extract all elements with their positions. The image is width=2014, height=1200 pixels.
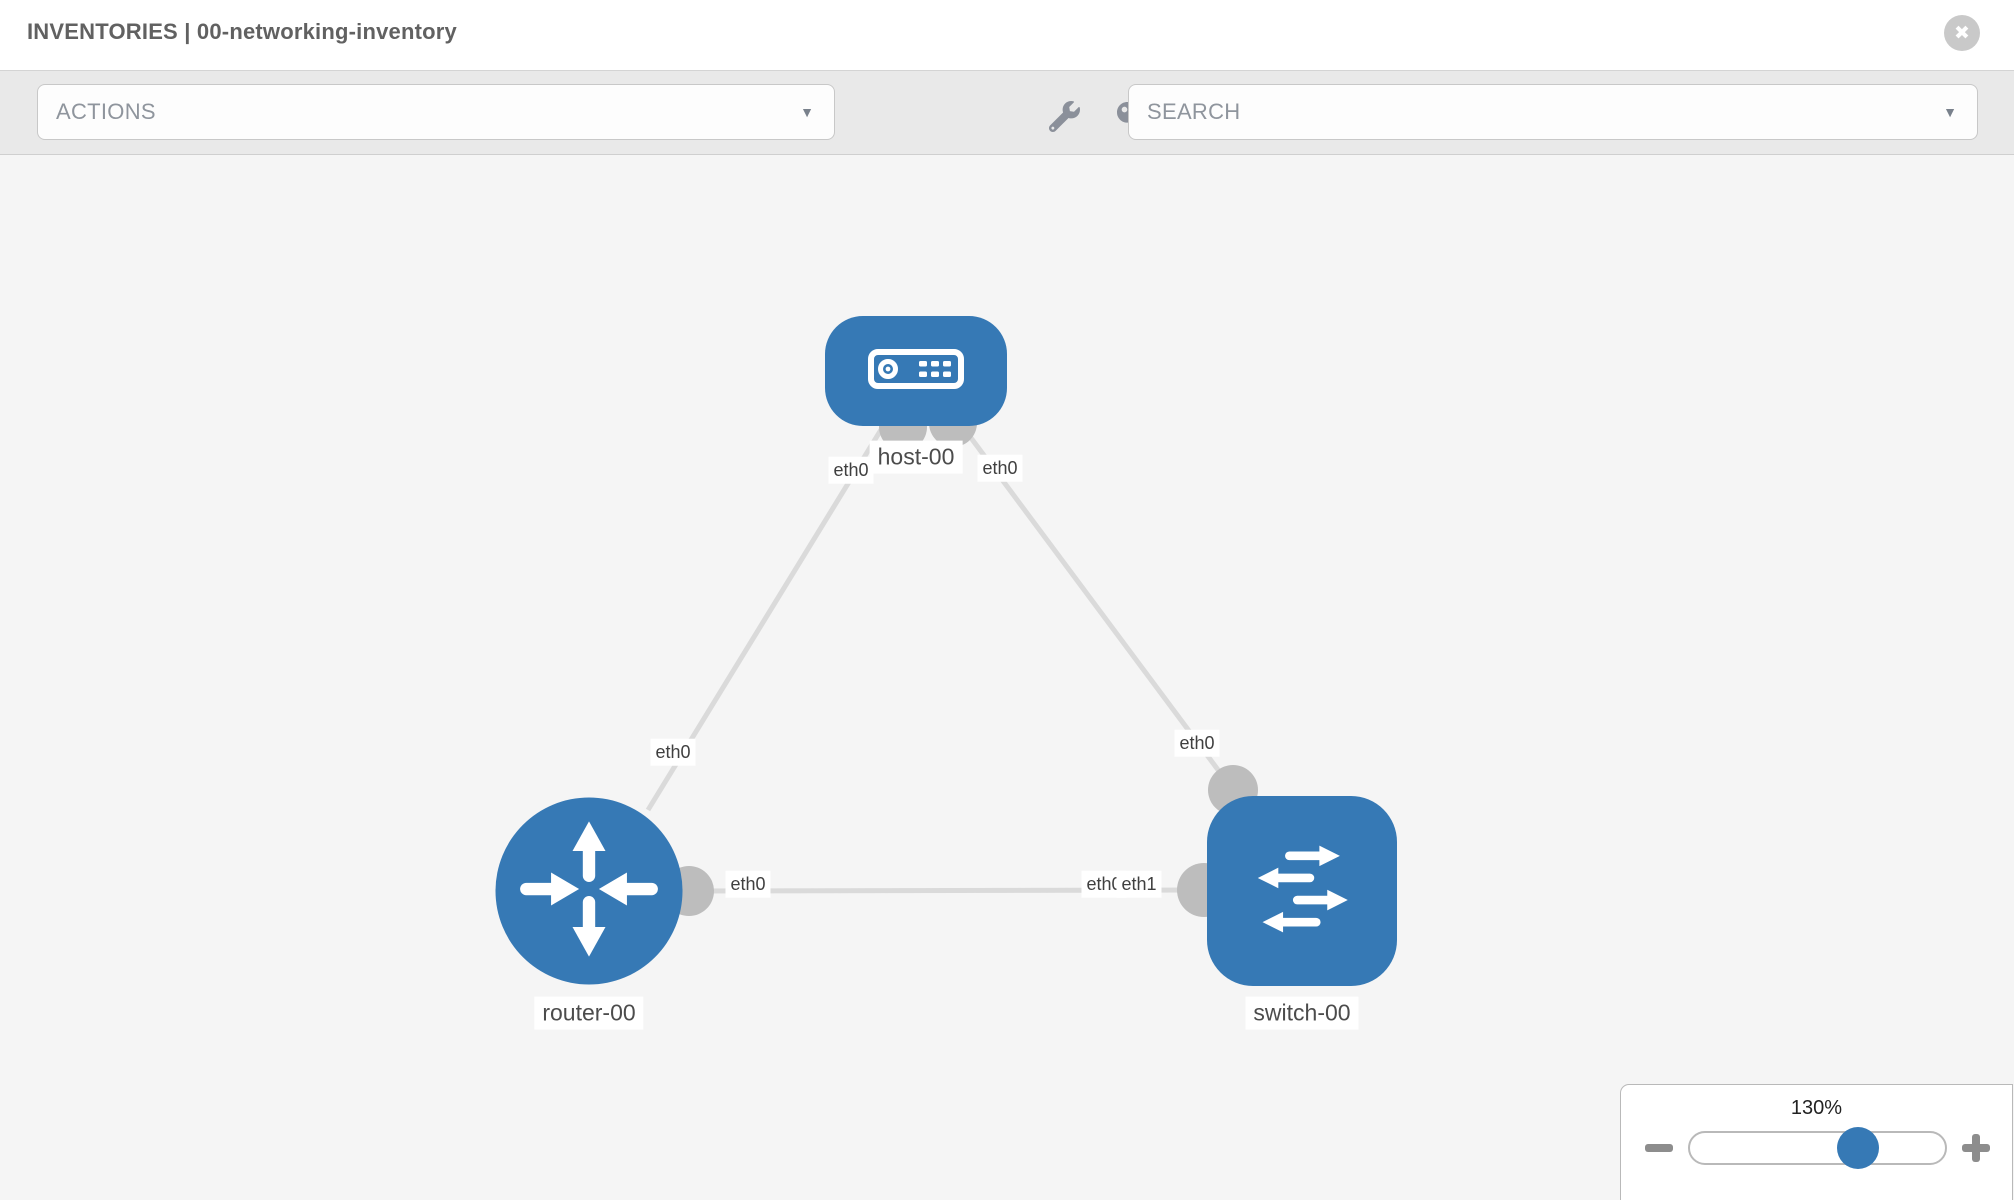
- page-title: INVENTORIES | 00-networking-inventory: [27, 19, 457, 44]
- zoom-panel: 130%: [1620, 1084, 2013, 1200]
- router-icon: [507, 806, 672, 976]
- node-router-00[interactable]: [495, 797, 683, 985]
- zoom-slider-handle[interactable]: [1837, 1127, 1880, 1169]
- interface-label: eth0: [828, 456, 874, 484]
- zoom-level: 130%: [1790, 1097, 1843, 1119]
- switch-icon: [1227, 814, 1377, 969]
- node-label-switch-00: switch-00: [1245, 996, 1359, 1030]
- close-button[interactable]: ✖: [1944, 15, 1980, 51]
- zoom-slider: [1621, 1127, 2012, 1169]
- topology-canvas[interactable]: host-00 router-00 switch-00 eth0 eth0 eth0 eth…: [0, 155, 2014, 1200]
- node-label-host-00: host-00: [869, 440, 963, 474]
- node-switch-00[interactable]: [1207, 796, 1397, 986]
- chevron-down-icon: ▼: [1943, 104, 1957, 120]
- search-dropdown-label: SEARCH: [1147, 99, 1241, 124]
- toolbar: ACTIONS ▼ SEARCH ▼: [0, 71, 2014, 155]
- interface-label: eth0: [1174, 729, 1220, 757]
- zoom-slider-track[interactable]: [1688, 1127, 1947, 1169]
- interface-label: eth0: [725, 870, 771, 898]
- server-icon: [867, 348, 965, 395]
- configure-button[interactable]: [1044, 98, 1084, 138]
- search-dropdown[interactable]: SEARCH ▼: [1128, 84, 1978, 140]
- actions-dropdown-label: ACTIONS: [56, 99, 156, 124]
- header: INVENTORIES | 00-networking-inventory ✖: [0, 0, 2014, 71]
- actions-dropdown[interactable]: ACTIONS ▼: [37, 84, 835, 140]
- zoom-in-button[interactable]: [1962, 1134, 1990, 1162]
- zoom-out-button[interactable]: [1645, 1144, 1673, 1152]
- node-host-00[interactable]: [825, 316, 1007, 426]
- node-label-router-00: router-00: [534, 996, 644, 1030]
- interface-label: eth1: [1116, 870, 1162, 898]
- close-icon: ✖: [1954, 22, 1970, 44]
- chevron-down-icon: ▼: [800, 104, 814, 120]
- interface-label: eth0: [650, 738, 696, 766]
- wrench-icon: [1048, 101, 1080, 135]
- interface-label: eth0: [977, 454, 1023, 482]
